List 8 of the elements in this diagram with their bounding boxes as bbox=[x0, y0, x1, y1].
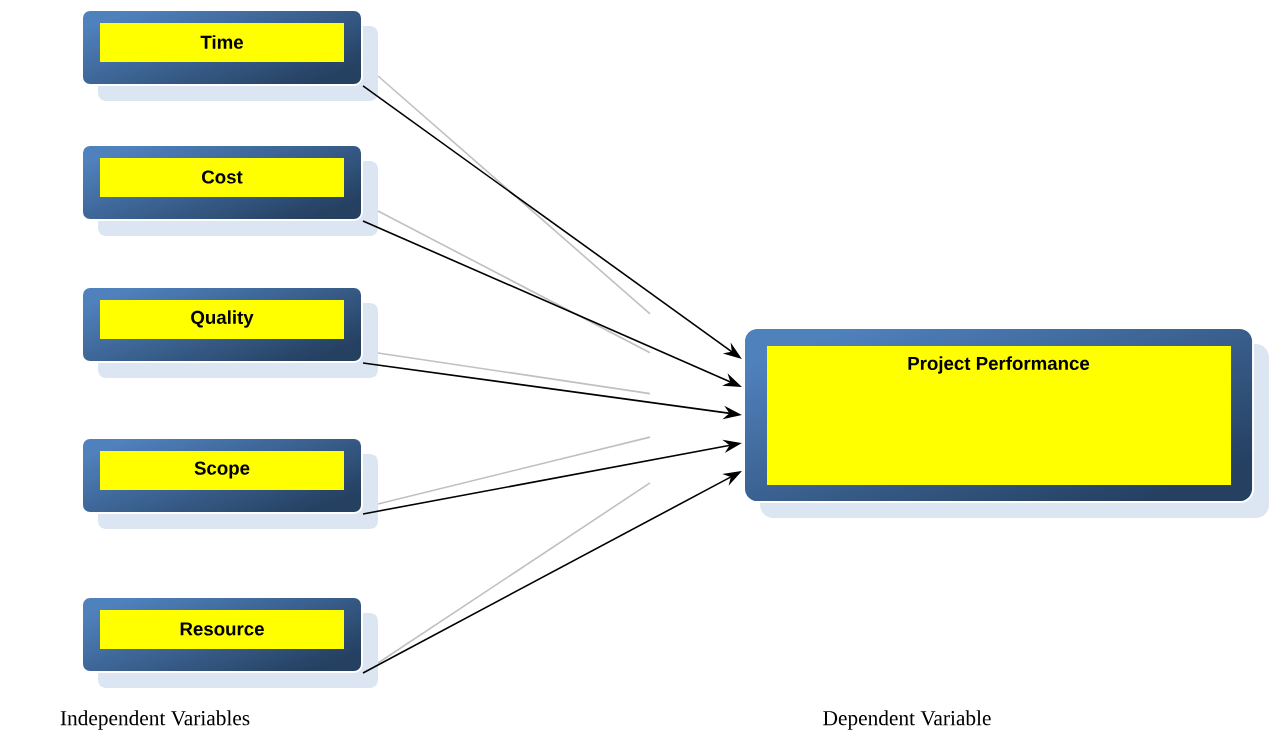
result-box: Project Performance bbox=[743, 327, 1269, 518]
variable-box: Quality bbox=[81, 286, 378, 378]
variable-box: Resource bbox=[81, 596, 378, 688]
variable-box: Scope bbox=[81, 437, 378, 529]
variable-box: Cost bbox=[81, 144, 378, 236]
caption-text: Independent Variables bbox=[60, 710, 250, 730]
caption-text: Dependent Variable bbox=[823, 710, 991, 730]
variable-box: Time bbox=[81, 9, 378, 101]
